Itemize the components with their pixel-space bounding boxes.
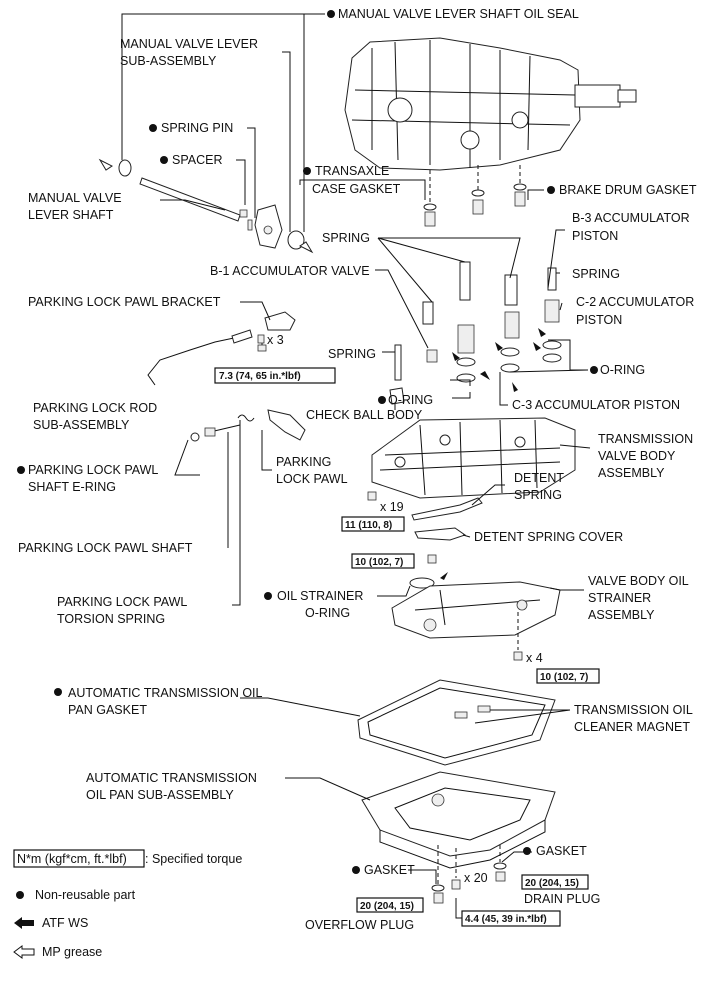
label-lock-rod-2: SUB-ASSEMBLY bbox=[33, 418, 130, 432]
label-b1-valve: B-1 ACCUMULATOR VALVE bbox=[210, 264, 370, 278]
non-reusable-icon bbox=[16, 891, 24, 899]
torque-drain-plug: 20 (204, 15) bbox=[525, 878, 579, 889]
label-gasket-left: GASKET bbox=[364, 863, 415, 877]
label-manual-valve-lever-2: SUB-ASSEMBLY bbox=[120, 54, 217, 68]
torque-detent-cover: 10 (102, 7) bbox=[355, 557, 403, 568]
label-detent-spring-2: SPRING bbox=[514, 488, 562, 502]
label-oil-pan-2: OIL PAN SUB-ASSEMBLY bbox=[86, 788, 234, 802]
label-detent-spring-1: DETENT bbox=[514, 471, 564, 485]
leader-lines bbox=[121, 13, 591, 919]
oil-pan-gasket-illustration bbox=[357, 679, 556, 766]
label-torsion-spring-1: PARKING LOCK PAWL bbox=[57, 595, 187, 609]
label-manual-valve-shaft-1: MANUAL VALVE bbox=[28, 191, 122, 205]
label-c2-piston-2: PISTON bbox=[576, 313, 622, 327]
label-valve-body-3: ASSEMBLY bbox=[598, 466, 665, 480]
label-strainer-3: ASSEMBLY bbox=[588, 608, 655, 622]
transaxle-case-gaskets bbox=[423, 183, 527, 227]
label-pan-gasket-1: AUTOMATIC TRANSMISSION OIL bbox=[68, 686, 263, 700]
parking-lock-parts bbox=[147, 311, 306, 442]
label-strainer-oring-1: OIL STRAINER bbox=[277, 589, 363, 603]
label-c2-piston-1: C-2 ACCUMULATOR bbox=[576, 295, 694, 309]
transmission-case-illustration bbox=[344, 37, 637, 171]
legend-torque-unit: N*m (kgf*cm, ft.*lbf) bbox=[17, 852, 127, 866]
torque-overflow-plug: 20 (204, 15) bbox=[360, 901, 414, 912]
label-spring-top: SPRING bbox=[322, 231, 370, 245]
label-valve-body-2: VALVE BODY bbox=[598, 449, 676, 463]
label-spring-pin: SPRING PIN bbox=[161, 121, 233, 135]
qty-pan: x 20 bbox=[464, 871, 488, 885]
label-b3-piston-1: B-3 ACCUMULATOR bbox=[572, 211, 690, 225]
legend-grease: MP grease bbox=[42, 945, 102, 959]
legend-non-reusable: Non-reusable part bbox=[35, 888, 136, 902]
legend-torque-desc: : Specified torque bbox=[145, 852, 242, 866]
torque-pan: 4.4 (45, 39 in.*lbf) bbox=[465, 914, 547, 925]
torque-strainer: 10 (102, 7) bbox=[540, 672, 588, 683]
label-overflow-plug: OVERFLOW PLUG bbox=[305, 918, 414, 932]
label-gasket-right: GASKET bbox=[536, 844, 587, 858]
label-pawl-2: LOCK PAWL bbox=[276, 472, 348, 486]
label-strainer-2: STRAINER bbox=[588, 591, 651, 605]
label-brake-drum-gasket: BRAKE DRUM GASKET bbox=[559, 183, 697, 197]
torque-bracket: 7.3 (74, 65 in.*lbf) bbox=[219, 371, 301, 382]
label-c3-piston: C-3 ACCUMULATOR PISTON bbox=[512, 398, 680, 412]
label-spring-left: SPRING bbox=[328, 347, 376, 361]
label-transaxle-gasket-1: TRANSAXLE bbox=[315, 164, 389, 178]
label-magnet-1: TRANSMISSION OIL bbox=[574, 703, 693, 717]
torque-valve-body: 11 (110, 8) bbox=[345, 520, 392, 531]
manual-valve-lever-group bbox=[98, 158, 314, 254]
label-strainer-1: VALVE BODY OIL bbox=[588, 574, 689, 588]
label-spacer: SPACER bbox=[172, 153, 222, 167]
valve-body-illustration bbox=[367, 417, 576, 564]
label-pan-gasket-2: PAN GASKET bbox=[68, 703, 147, 717]
atf-arrow-icon bbox=[14, 917, 34, 929]
part-labels: MANUAL VALVE LEVER SHAFT OIL SEAL MANUAL… bbox=[18, 7, 697, 932]
bolt-quantities: x 3 x 19 x 4 x 20 bbox=[257, 333, 543, 885]
label-b3-piston-2: PISTON bbox=[572, 229, 618, 243]
label-torsion-spring-2: TORSION SPRING bbox=[57, 612, 165, 626]
label-magnet-2: CLEANER MAGNET bbox=[574, 720, 690, 734]
label-oring-left: O-RING bbox=[388, 393, 433, 407]
label-oil-pan-1: AUTOMATIC TRANSMISSION bbox=[86, 771, 257, 785]
torque-specs: 7.3 (74, 65 in.*lbf) 11 (110, 8) 10 (102… bbox=[214, 367, 600, 927]
label-pawl-1: PARKING bbox=[276, 455, 331, 469]
label-manual-valve-shaft-2: LEVER SHAFT bbox=[28, 208, 114, 222]
qty-valve-body: x 19 bbox=[380, 500, 404, 514]
label-pawl-bracket: PARKING LOCK PAWL BRACKET bbox=[28, 295, 221, 309]
label-ering-2: SHAFT E-RING bbox=[28, 480, 116, 494]
label-lock-rod-1: PARKING LOCK ROD bbox=[33, 401, 157, 415]
label-strainer-oring-2: O-RING bbox=[305, 606, 350, 620]
grease-arrow-icon bbox=[13, 945, 35, 959]
label-valve-body-1: TRANSMISSION bbox=[598, 432, 693, 446]
label-spring-right: SPRING bbox=[572, 267, 620, 281]
label-oil-seal: MANUAL VALVE LEVER SHAFT OIL SEAL bbox=[338, 7, 579, 21]
label-pawl-shaft: PARKING LOCK PAWL SHAFT bbox=[18, 541, 193, 555]
label-ering-1: PARKING LOCK PAWL bbox=[28, 463, 158, 477]
label-detent-cover: DETENT SPRING COVER bbox=[474, 530, 623, 544]
label-drain-plug: DRAIN PLUG bbox=[524, 892, 600, 906]
qty-strainer: x 4 bbox=[526, 651, 543, 665]
qty-bracket: x 3 bbox=[267, 333, 284, 347]
oil-pan-illustration bbox=[361, 771, 556, 904]
label-transaxle-gasket-2: CASE GASKET bbox=[312, 182, 401, 196]
label-oring-right: O-RING bbox=[600, 363, 645, 377]
legend-atf: ATF WS bbox=[42, 916, 88, 930]
legend: N*m (kgf*cm, ft.*lbf) : Specified torque… bbox=[13, 849, 242, 959]
oil-strainer-illustration bbox=[391, 572, 561, 661]
non-reusable-markers bbox=[17, 10, 598, 874]
label-check-ball-body: CHECK BALL BODY bbox=[306, 408, 423, 422]
case-to-valve-leaders bbox=[429, 165, 521, 205]
label-manual-valve-lever-1: MANUAL VALVE LEVER bbox=[120, 37, 258, 51]
